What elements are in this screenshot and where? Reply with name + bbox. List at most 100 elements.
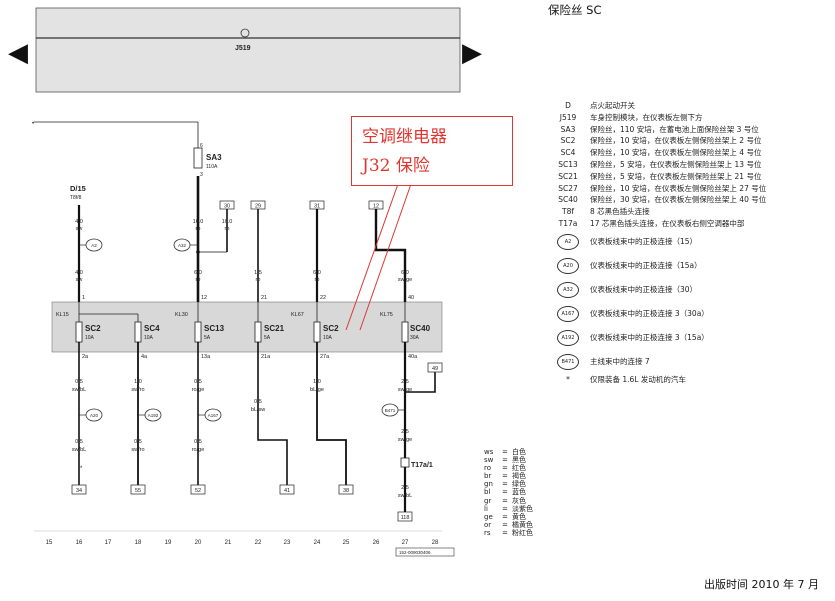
out-pin: 4a xyxy=(141,354,148,360)
out-pin: 40a xyxy=(408,354,418,360)
fuse-rating: 10A xyxy=(323,335,333,341)
bottom-box: 55 xyxy=(135,488,141,494)
connector-icon: A2 xyxy=(557,233,579,250)
wire-size: 0.5 xyxy=(75,379,83,385)
prev-page-button[interactable]: ◀ xyxy=(8,38,28,68)
wire-size: 16.0 xyxy=(193,219,204,225)
wire-color: ro/ge xyxy=(192,387,205,393)
fuse-rating: 10A xyxy=(144,335,154,341)
wire-color: bL/ge xyxy=(310,387,324,393)
connector-a32: A32 xyxy=(178,243,187,248)
scale-number: 21 xyxy=(225,540,232,546)
top-box: 30 xyxy=(224,204,230,210)
top-box: 31 xyxy=(314,204,320,210)
wire-color: ro xyxy=(225,226,230,232)
color-key-row: ws=白色 xyxy=(484,448,526,456)
callout-line-2: J32 保险 xyxy=(362,156,430,176)
wire-color: ro xyxy=(256,277,261,283)
wire-color: sw/ge xyxy=(398,437,412,443)
scale-number: 23 xyxy=(284,540,291,546)
wire-size: 1.0 xyxy=(134,379,142,385)
wire-size: 2.5 xyxy=(401,429,409,435)
scale-number: 20 xyxy=(195,540,202,546)
scale-number: 16 xyxy=(76,540,83,546)
wire-color: sw xyxy=(76,226,83,232)
bottom-box: 52 xyxy=(195,488,201,494)
fuse-name: SC13 xyxy=(204,324,225,333)
publish-date: 出版时间 2010 年 7 月 xyxy=(704,578,819,591)
bus-label: KL75 xyxy=(380,312,393,318)
color-key-row: li=淡紫色 xyxy=(484,504,533,513)
scale-number: 18 xyxy=(135,540,142,546)
scale-number: 27 xyxy=(402,540,409,546)
wire-size: 10.0 xyxy=(222,219,233,225)
wire-color-key: ws=白色 sw=黑色 ro=红色 br=褐色 gn=绿色 bl=蓝色 gr=灰… xyxy=(484,448,533,537)
bottom-box: 49 xyxy=(432,366,438,372)
scale-number: 24 xyxy=(314,540,321,546)
out-pin: 13a xyxy=(201,354,211,360)
fuse-name: SC21 xyxy=(264,324,285,333)
wire-size: 6.0 xyxy=(401,270,409,276)
annotation-callout: 空调继电器 J32 保险 xyxy=(351,116,513,186)
fuse-rating: 5A xyxy=(264,335,271,341)
fuse-name: SC2 xyxy=(323,324,339,333)
connector-a20: A20 xyxy=(90,413,99,418)
wire-color: sw/ge xyxy=(398,387,412,393)
out-pin: 27a xyxy=(320,354,330,360)
scale-number: 26 xyxy=(373,540,380,546)
d15-sub: T8f/8 xyxy=(70,195,82,201)
sa3-fuse xyxy=(193,147,203,169)
wire-color: sw/ro xyxy=(131,387,144,393)
wire-size: 2.5 xyxy=(401,485,409,491)
connector-a192: A192 xyxy=(148,413,159,418)
legend-note: *仅限装备 1.6L 发动机的汽车 xyxy=(566,374,686,384)
connector-icon: A20 xyxy=(557,257,579,274)
connector-icon: A167 xyxy=(557,305,579,322)
wire-color: sw/ro xyxy=(131,447,144,453)
wire-color: ro/ge xyxy=(192,447,205,453)
color-key-row: bl=蓝色 xyxy=(484,488,526,497)
scale-number: 15 xyxy=(46,540,53,546)
callout-line-1: 空调继电器 xyxy=(362,127,447,147)
out-pin: 2a xyxy=(82,354,89,360)
next-page-button[interactable]: ▶ xyxy=(462,38,482,68)
sa3-pin-bottom: 3 xyxy=(200,172,203,178)
scale-number: 25 xyxy=(343,540,350,546)
wire-size: 1.0 xyxy=(313,379,321,385)
fuse-name: SC2 xyxy=(85,324,101,333)
wire-size: 0.5 xyxy=(254,399,262,405)
wire-color: ro xyxy=(315,277,320,283)
fuse-rating: 30A xyxy=(410,335,420,341)
module-symbol-icon xyxy=(240,28,250,38)
connector-icon: A192 xyxy=(557,329,579,346)
j519-module xyxy=(35,7,461,93)
wire-color: sw/ge xyxy=(398,277,412,283)
sa3-rating: 110A xyxy=(206,164,218,170)
page-title: 保险丝 SC xyxy=(548,3,602,17)
in-pin: 21 xyxy=(261,295,267,301)
wire-color: bL/sw xyxy=(251,407,265,413)
wire-color: ro xyxy=(196,226,201,232)
wire-size: 2.5 xyxy=(401,379,409,385)
in-pin: 40 xyxy=(408,295,414,301)
fuse-rating: 10A xyxy=(85,335,95,341)
color-key-row: gr=灰色 xyxy=(484,496,526,505)
in-pin: 1 xyxy=(82,295,85,301)
fuse-name: SC4 xyxy=(144,324,160,333)
in-pin: 22 xyxy=(320,295,326,301)
wire-size: 0.5 xyxy=(75,439,83,445)
t17-connector xyxy=(400,457,410,468)
t17-label: T17a/1 xyxy=(411,462,433,469)
wire-color: sw/bL xyxy=(72,447,86,453)
